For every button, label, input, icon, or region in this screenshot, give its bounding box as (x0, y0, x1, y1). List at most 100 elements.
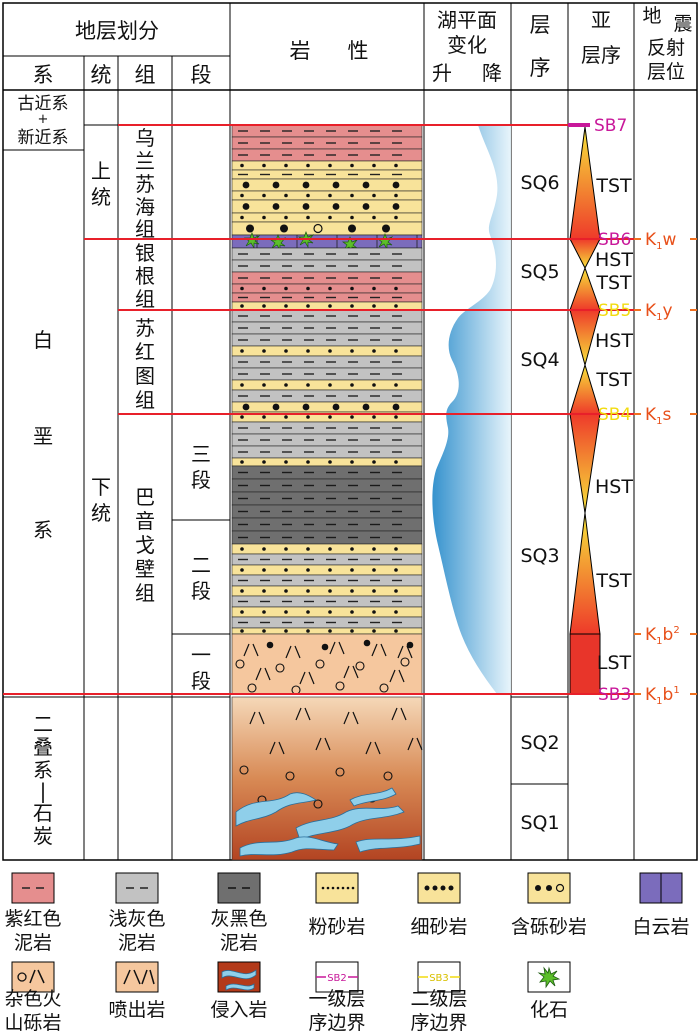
lith-band-mid-19 (231, 457, 423, 467)
member1-2: 段 (191, 669, 211, 693)
seismic-label-k1b1: K1b1 (645, 685, 680, 707)
wulansuhai-4: 海 (135, 195, 155, 219)
strat-labels: 古近系 + 新近系 白 垩 系 二 叠 系 | 石 炭 系 上 统 下 统 乌 … (18, 94, 212, 867)
header-lith-2: 性 (348, 39, 369, 63)
seq-sq4: SQ4 (520, 349, 559, 371)
seismic-layers: K1w K1y K1s K1b2 K1b1 (634, 230, 697, 707)
header-lake-rise: 升 (432, 61, 452, 85)
lith-band-dolomite (231, 234, 423, 249)
lith-band-mid-26 (231, 543, 423, 555)
header-seismic-1: 地 (642, 5, 661, 27)
legend-second-order-label-1: 二级层 (410, 988, 467, 1010)
legend-dolomite: 白云岩 (632, 872, 690, 938)
tract-label-sq5-hst: HST (595, 249, 633, 271)
intrusive-vein (355, 835, 421, 853)
legend-siltstone: 粉砂岩 (308, 872, 366, 938)
header-lake-1: 湖平面 (437, 8, 497, 32)
header-seq-2: 序 (530, 56, 551, 80)
permo-char-1: 二 (33, 712, 53, 736)
header: 地层划分 系 统 组 段 岩 性 湖平面 变化 升 降 层 序 亚 层序 地 震… (33, 5, 693, 87)
lith-band-mid-3 (231, 283, 423, 294)
legend-lightgray-label-2: 泥岩 (118, 932, 156, 954)
swatch-lightgray-mudstone (115, 872, 159, 904)
lithology-column (231, 124, 423, 861)
system-plus-label: + (38, 112, 49, 127)
lith-basement (231, 696, 423, 861)
bayingebi-2: 音 (135, 509, 155, 533)
sequence-labels: SQ6 SQ5 SQ4 SQ3 SQ2 SQ1 (520, 172, 559, 834)
member-1: 一 段 (191, 643, 211, 693)
wulansuhai-1: 乌 (135, 126, 155, 150)
yingen-1: 银 (135, 241, 155, 265)
legend-darkgray-mudstone: 灰黑色 泥岩 (210, 872, 268, 954)
legend-sb3-sample: SB3 (429, 973, 449, 984)
yingen-3: 组 (135, 287, 155, 311)
formation-bayingebi: 巴 音 戈 壁 组 (135, 485, 155, 605)
legend-volcanic-label-1: 杂色火 (4, 988, 61, 1010)
legend-volcanic-breccia: 杂色火 山砾岩 (4, 961, 62, 1034)
legend-fossil: 化石 (527, 961, 571, 1021)
suhongtu-4: 组 (135, 388, 155, 412)
formation-wulansuhai: 乌 兰 苏 海 组 (135, 126, 155, 241)
legend-lightgray-label-1: 浅灰色 (108, 908, 165, 930)
legend-pebbly-sandstone: 含砾砂岩 (511, 872, 587, 938)
cretaceous-char-1: 白 (33, 328, 53, 352)
legend-second-order-boundary: SB3 二级层 序边界 (410, 961, 468, 1034)
series-upper: 上 统 (91, 159, 111, 209)
permo-char-7-hidden: 系 (43, 864, 44, 867)
intrusive-vein (295, 805, 405, 841)
header-lake-2: 变化 (447, 33, 487, 57)
wulansuhai-2: 兰 (135, 149, 155, 173)
series-lower: 下 统 (91, 475, 111, 525)
lith-band-mid-30 (231, 585, 423, 597)
header-col-series: 统 (91, 63, 112, 87)
legend-first-order-boundary: SB2 一级层 序边界 (308, 961, 366, 1034)
sb-labels: SB7 SB6 SB5 SB4 SB3 (594, 116, 631, 705)
legend-purple-mudstone: 紫红色 泥岩 (4, 872, 62, 954)
legend-second-order-label-2: 序边界 (410, 1012, 467, 1034)
tract-label-sq3-lst: LST (597, 652, 632, 674)
legend-purple-label-2: 泥岩 (14, 932, 52, 954)
bayingebi-3: 戈 (135, 533, 155, 557)
swatch-purple-mudstone (11, 872, 55, 904)
system-neo-label: 新近系 (18, 128, 69, 148)
header-subseq-1: 亚 (591, 8, 611, 32)
legend-purple-label-1: 紫红色 (4, 908, 61, 930)
formation-yingen: 银 根 组 (135, 241, 155, 311)
tract-label-sq3-hst: HST (595, 476, 633, 498)
header-col-formation: 组 (135, 63, 156, 87)
header-lake-fall: 降 (482, 61, 502, 85)
member2-2: 段 (191, 579, 211, 603)
legend-intrusive: 侵入岩 (210, 961, 268, 1021)
tract-label-sq6: TST (595, 175, 632, 197)
seismic-label-k1y: K1y (645, 301, 673, 323)
boundary-lines (3, 124, 634, 695)
series-upper-1: 上 (91, 159, 111, 183)
lith-volcanic-breccia (231, 633, 423, 695)
systems-tract-labels: TST HST TST HST TST HST TST LST (595, 175, 633, 674)
sb6-label: SB6 (598, 230, 631, 250)
member1-1: 一 (191, 643, 211, 667)
legend-darkgray-label-2: 泥岩 (220, 932, 258, 954)
legend-darkgray-label-1: 灰黑色 (210, 908, 267, 930)
lith-band-upper-3 (231, 160, 423, 171)
formation-suhongtu: 苏 红 图 组 (135, 316, 155, 412)
member2-1: 二 (191, 553, 211, 577)
permo-char-3: 系 (33, 758, 53, 782)
seq-sq5: SQ5 (520, 261, 559, 283)
member3-2: 段 (191, 468, 211, 492)
sb7-label: SB7 (594, 116, 627, 136)
header-col-member: 段 (191, 63, 212, 87)
bayingebi-1: 巴 (135, 485, 155, 509)
lith-band-upper-8 (231, 212, 423, 223)
legend-extrusive: 喷出岩 (108, 961, 166, 1021)
member-3: 三 段 (191, 442, 211, 492)
lith-band-mid-32 (231, 606, 423, 618)
cretaceous-char-2: 垩 (33, 424, 53, 448)
seismic-label-k1s: K1s (645, 405, 672, 427)
sb3-label: SB3 (598, 685, 631, 705)
wulansuhai-5: 组 (135, 217, 155, 241)
tract-label-sq3-tst: TST (595, 570, 632, 592)
tract-sq3-lst (569, 633, 601, 695)
header-strat-division: 地层划分 (75, 19, 159, 43)
